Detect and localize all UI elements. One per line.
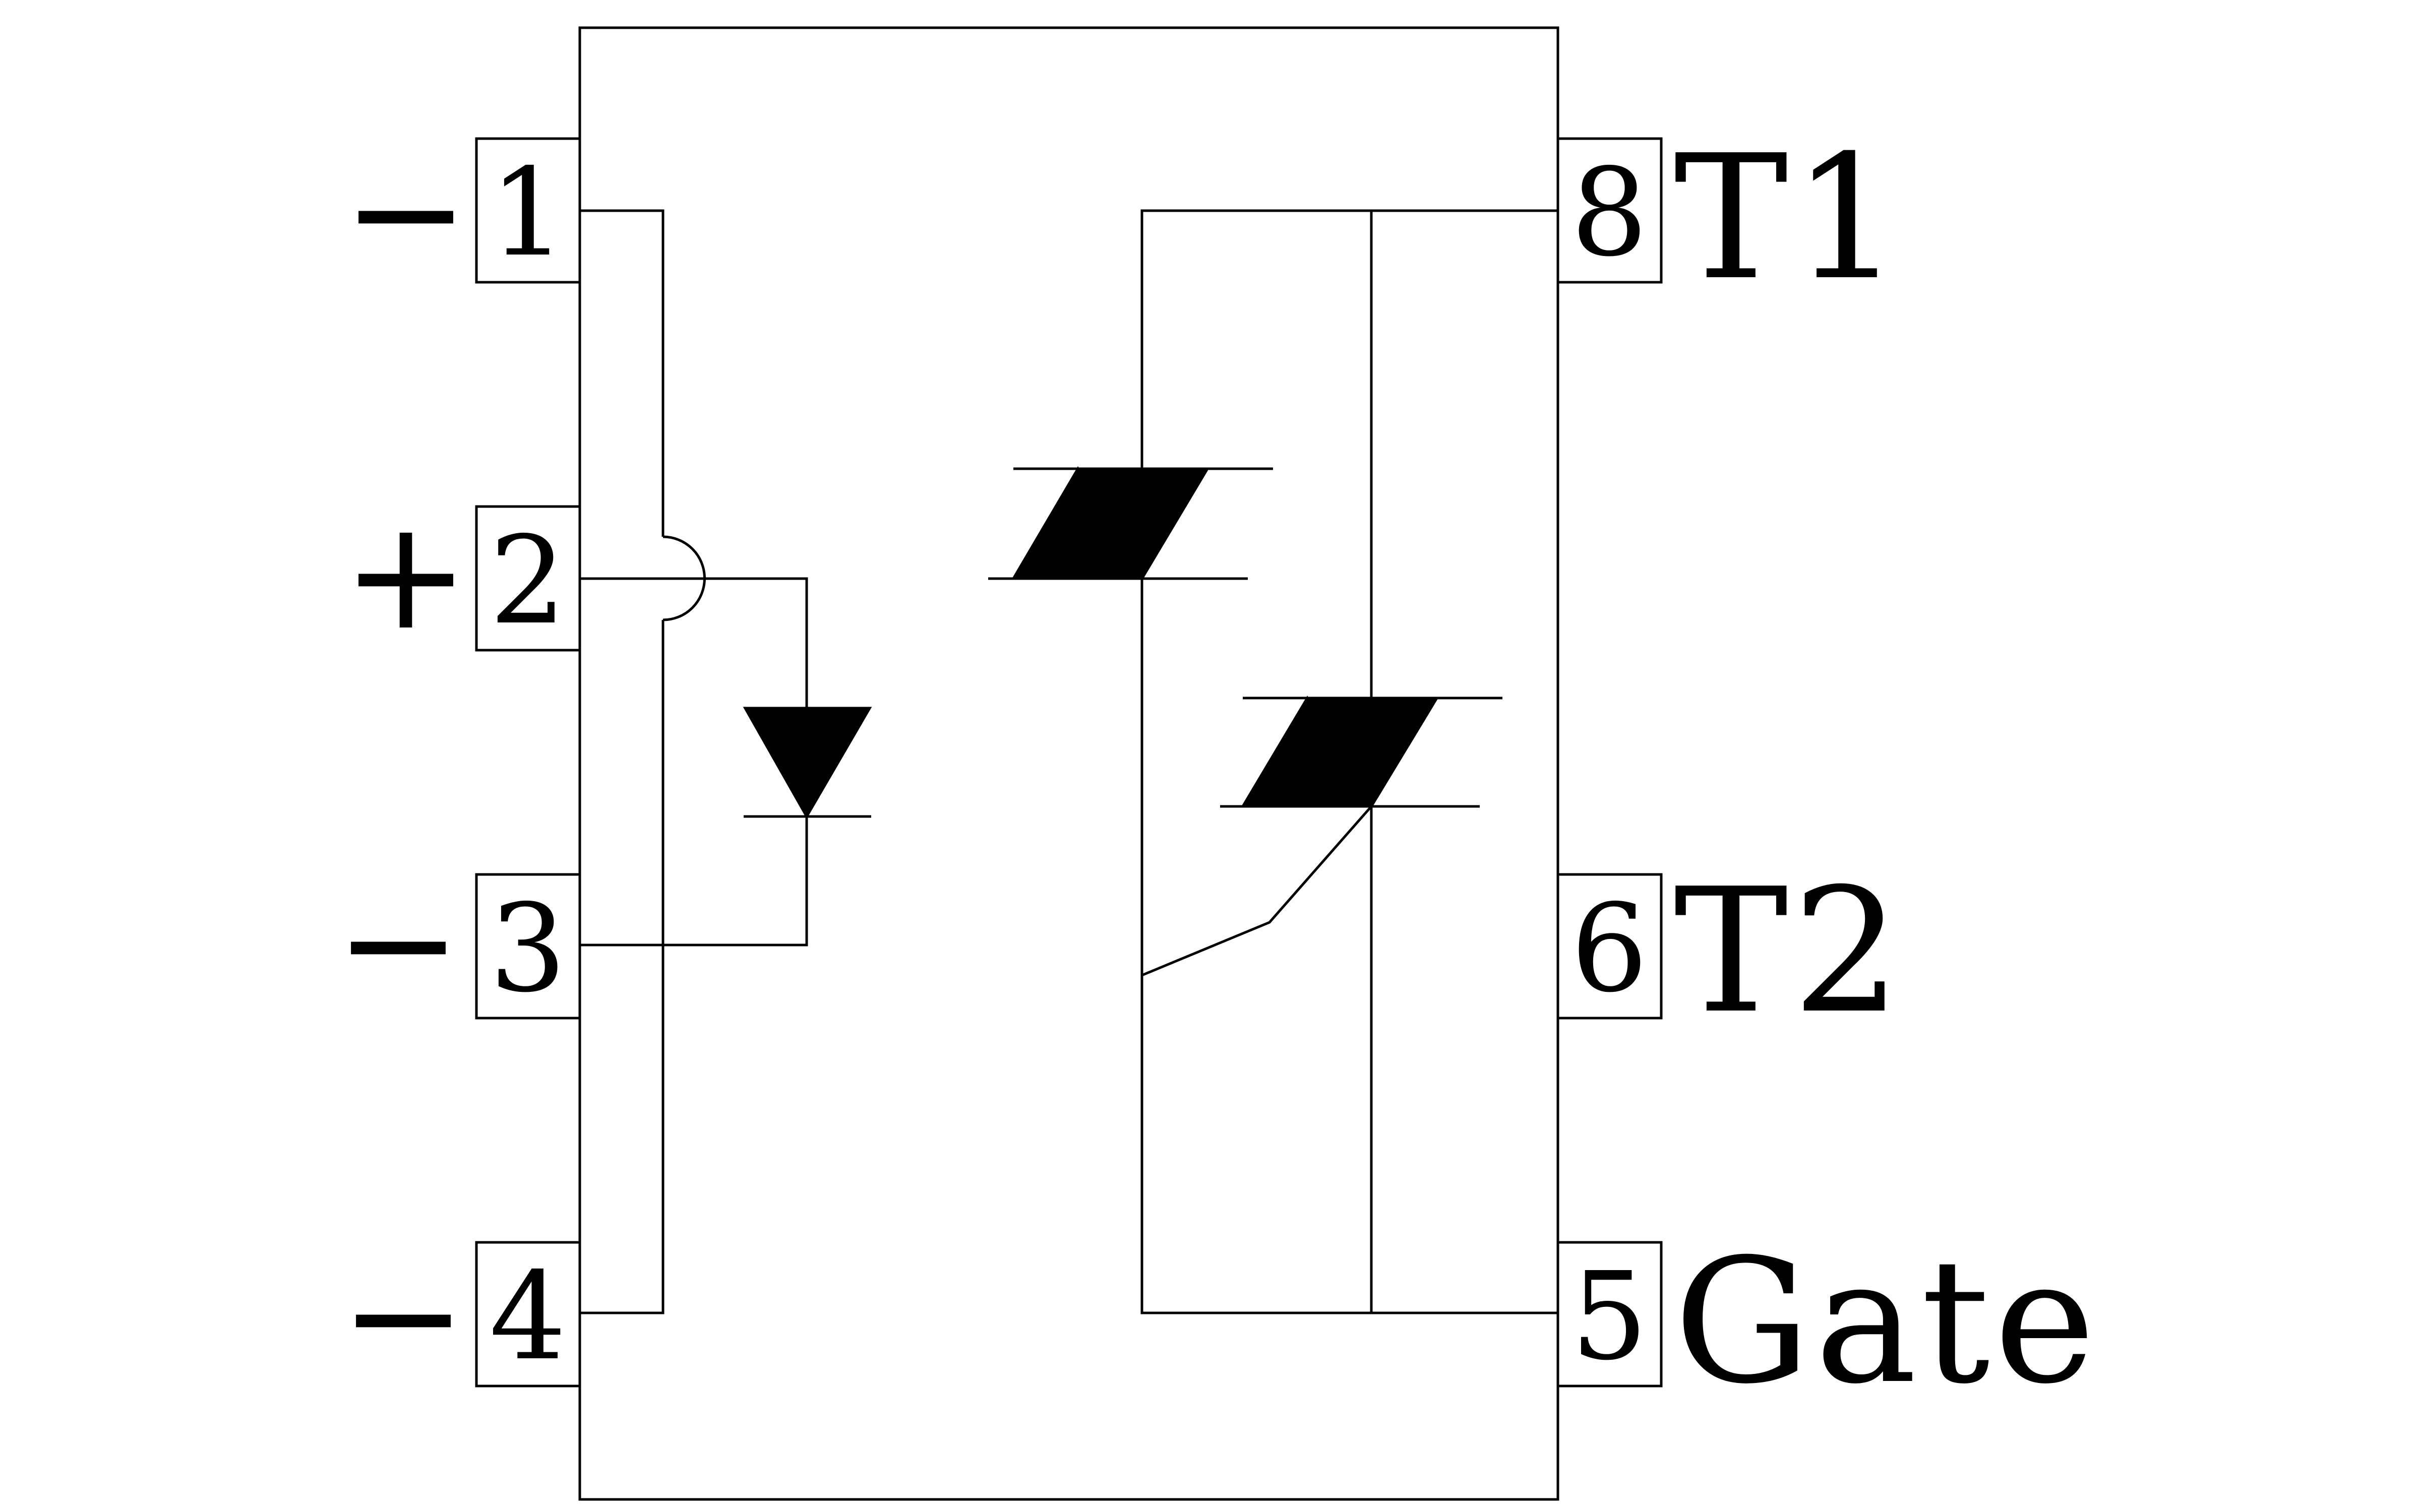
pin-3-sign: − (335, 855, 461, 1031)
pin-6-label: T2 (1674, 852, 1905, 1051)
led-diode-triangle (743, 707, 872, 820)
pin-2-sign: + (342, 487, 469, 663)
package-body (578, 26, 1559, 1501)
pin-5-label: Gate (1674, 1222, 2099, 1422)
pin-6-box (1556, 873, 1663, 1020)
pin-1-sign: − (342, 124, 469, 300)
pin-4-number: 4 (490, 1246, 567, 1387)
wire-pin2-diode (580, 577, 808, 708)
wire-triac1-pin5 (1140, 579, 1558, 1314)
wire-pin1-pin4 (580, 209, 664, 537)
pin-4-sign: − (340, 1228, 466, 1404)
pin-8-number: 8 (1571, 142, 1648, 283)
wire-triac2-gate (1141, 805, 1372, 977)
wire-diode-pin3 (580, 816, 808, 947)
wire-pin8-rail (1140, 209, 1558, 469)
pin-2-number: 2 (490, 510, 567, 651)
pin-6-number: 6 (1571, 878, 1648, 1019)
wire-pin1-pin4-lower (580, 620, 664, 1314)
pin-8-label: T1 (1674, 118, 1905, 318)
triac2-triangle-down (1305, 697, 1439, 809)
pin-3-number: 3 (490, 878, 567, 1019)
pin-5-number: 5 (1571, 1246, 1648, 1387)
triac1-triangle-down (1075, 467, 1210, 581)
pin-1-number: 1 (490, 142, 567, 283)
